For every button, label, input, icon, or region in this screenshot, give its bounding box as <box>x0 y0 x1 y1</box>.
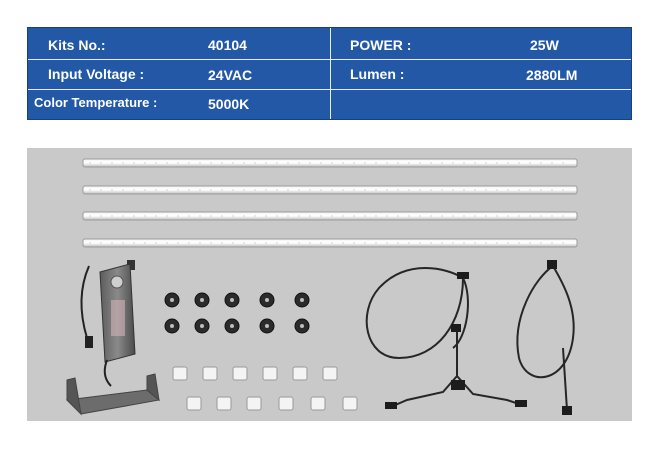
voltage-label: Input Voltage : <box>48 66 145 82</box>
led-bar-4 <box>82 238 578 248</box>
connector-heads <box>385 272 527 409</box>
color-temp-value: 5000K <box>208 96 250 112</box>
connector-cable-right <box>516 265 575 411</box>
mounting-bracket <box>65 373 161 416</box>
connector-cable-left <box>365 267 520 407</box>
table-divider-vertical <box>330 28 331 119</box>
power-label: POWER : <box>350 37 412 53</box>
table-divider-row-2 <box>28 89 631 90</box>
product-photo <box>27 148 632 421</box>
spec-table: Kits No.: 40104 POWER : 25W Input Voltag… <box>27 27 632 120</box>
color-temp-label: Color Temperature : <box>34 95 158 110</box>
led-bar-1 <box>82 158 578 168</box>
kit-components-illustration <box>65 158 578 416</box>
led-bar-2 <box>82 185 578 195</box>
table-divider-row-1 <box>28 59 631 60</box>
led-bar-3 <box>82 211 578 221</box>
power-value: 25W <box>530 37 559 53</box>
voltage-value: 24VAC <box>208 67 253 83</box>
kits-value: 40104 <box>208 37 247 53</box>
lumen-label: Lumen : <box>350 66 405 82</box>
white-clips <box>172 366 358 411</box>
lumen-value: 2880LM <box>526 67 578 83</box>
kits-label: Kits No.: <box>48 37 106 53</box>
black-clips <box>164 292 310 334</box>
power-driver <box>80 260 136 387</box>
